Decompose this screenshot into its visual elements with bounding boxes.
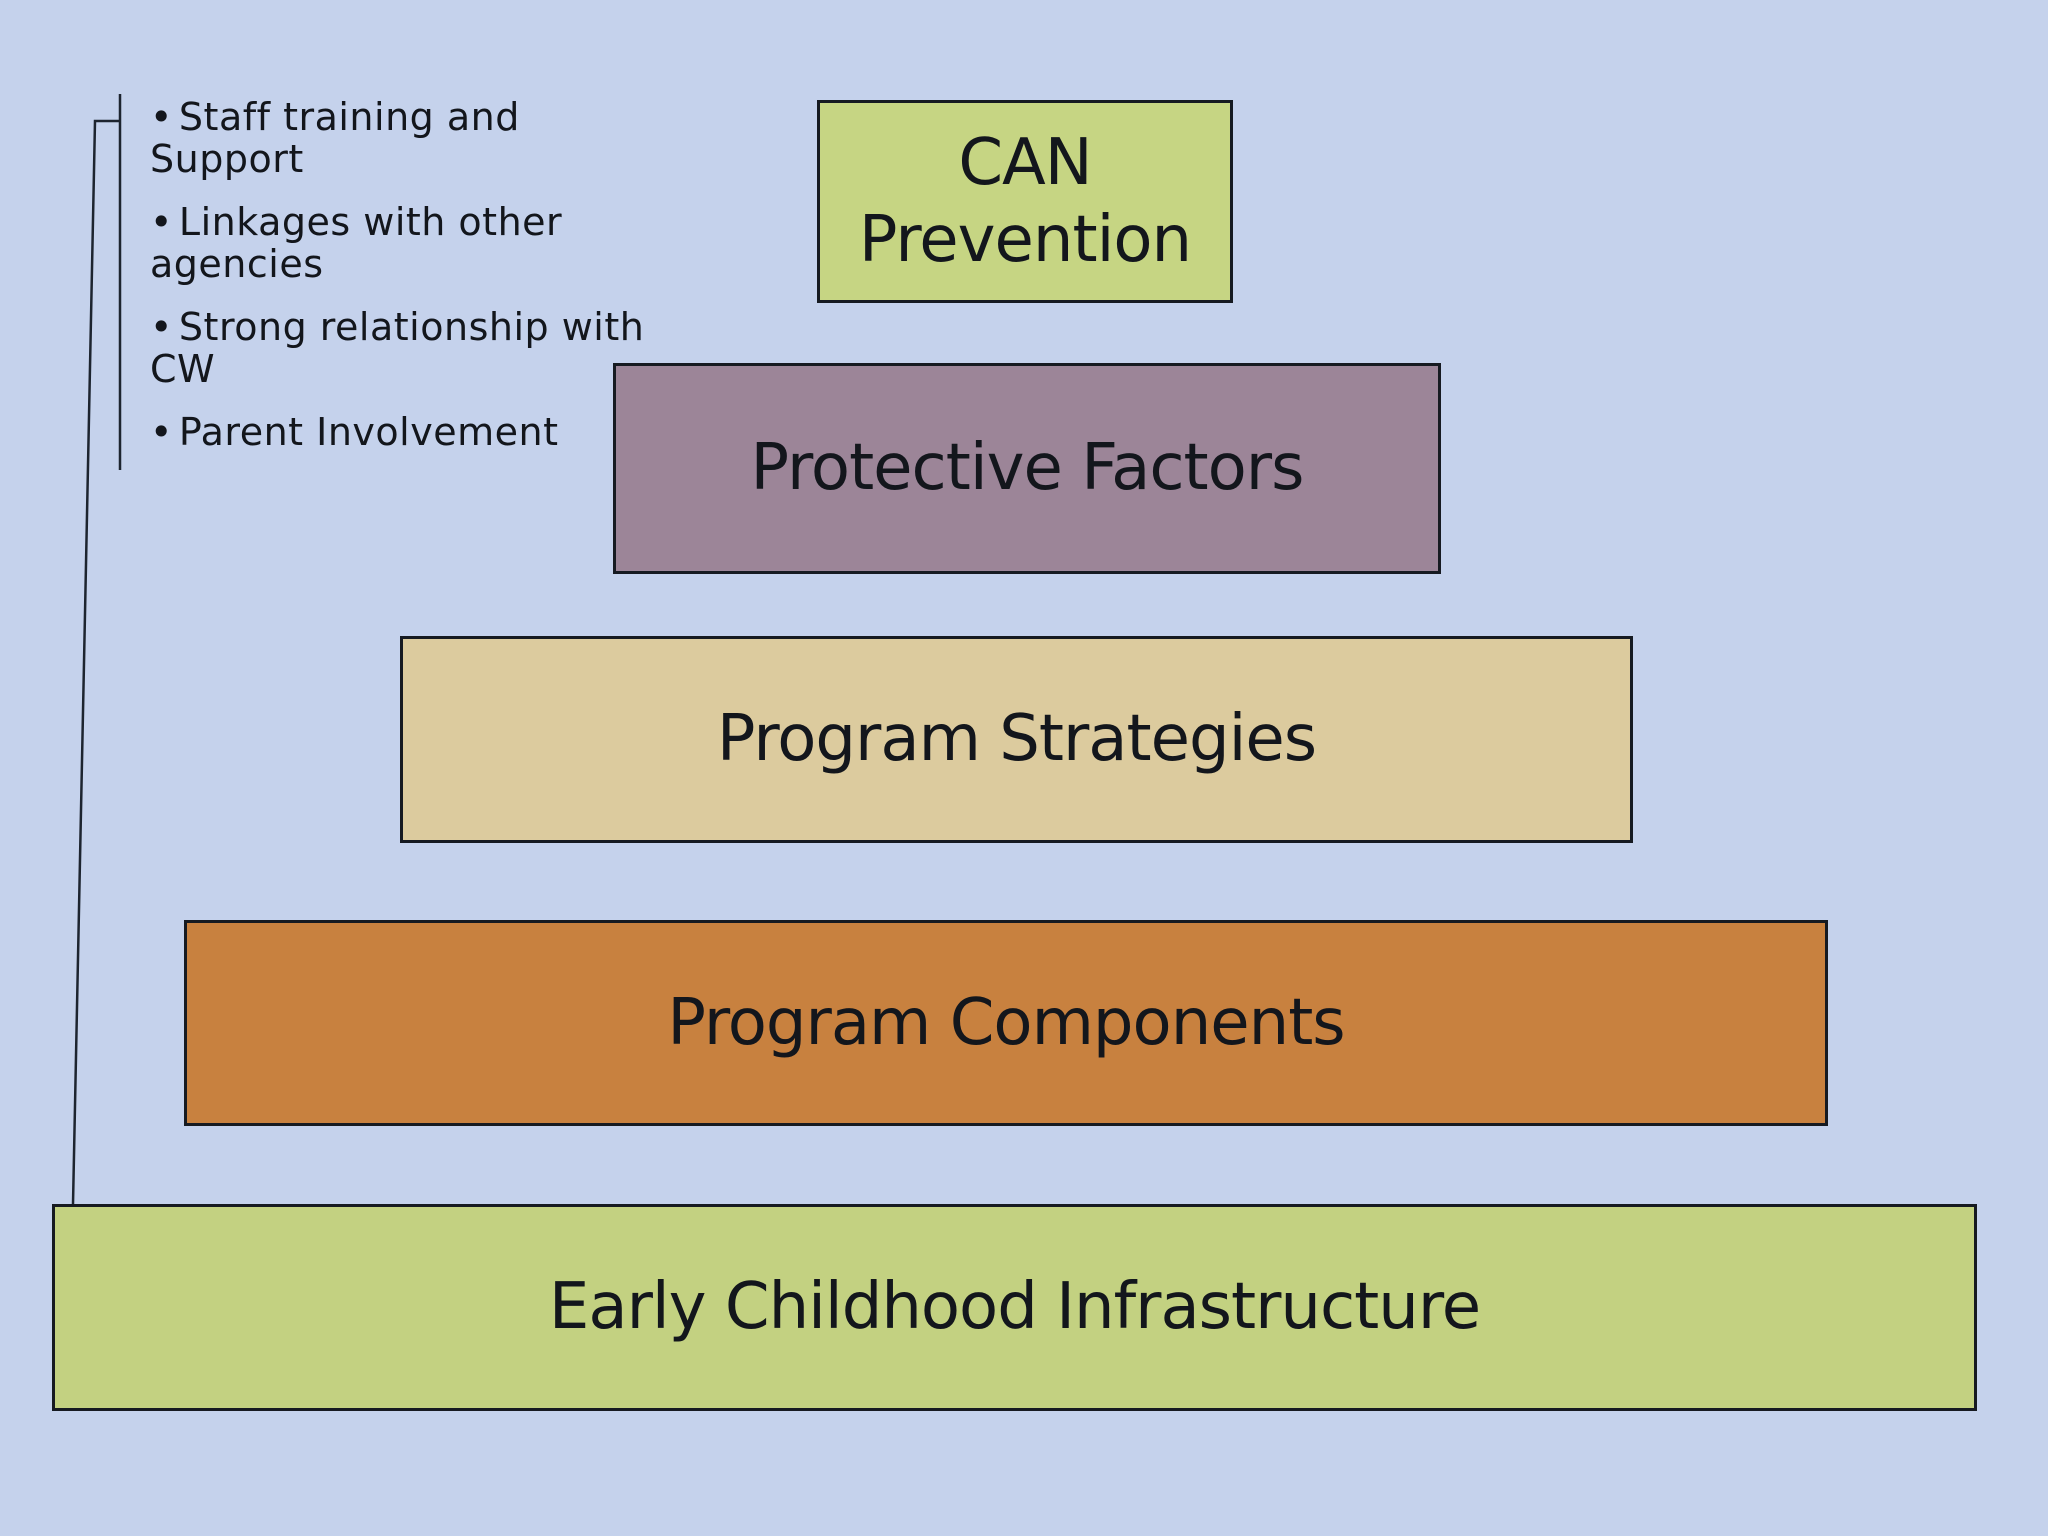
bullet-marker: •: [150, 200, 173, 244]
bullet-marker: •: [150, 305, 173, 349]
bullet-marker: •: [150, 95, 173, 139]
list-item: •Linkages with other agencies: [150, 201, 710, 285]
bullet-line: agencies: [150, 242, 324, 286]
bullet-line: •Parent Involvement: [150, 411, 710, 453]
pyramid-level-early-childhood-infrastructure: Early Childhood Infrastructure: [52, 1204, 1977, 1411]
bullet-line: Support: [150, 137, 304, 181]
bullet-text: Linkages with other: [178, 200, 563, 244]
pyramid-level-protective-factors: Protective Factors: [613, 363, 1441, 574]
list-item: •Strong relationship with CW: [150, 306, 710, 390]
bullet-line: CW: [150, 347, 216, 391]
connector-line: [71, 119, 120, 1205]
pyramid-level-label: Early Childhood Infrastructure: [548, 1270, 1481, 1345]
pyramid-level-program-components: Program Components: [184, 920, 1828, 1126]
bullet-text: Staff training and: [178, 95, 520, 139]
bullet-line: •Linkages with other: [150, 201, 710, 243]
bullet-line: •Strong relationship with: [150, 306, 710, 348]
bullet-line: •Staff training and: [150, 96, 710, 138]
bullet-marker: •: [150, 410, 173, 454]
list-item: •Parent Involvement: [150, 411, 710, 453]
annotation-bullet-list: •Staff training and Support •Linkages wi…: [150, 96, 710, 474]
bullet-text: Strong relationship with: [178, 305, 645, 349]
pyramid-level-can-prevention: CAN Prevention: [817, 100, 1233, 303]
list-item: •Staff training and Support: [150, 96, 710, 180]
pyramid-level-label: Program Strategies: [716, 702, 1317, 777]
bullet-text: Parent Involvement: [178, 410, 559, 454]
pyramid-level-label: CAN Prevention: [858, 125, 1192, 277]
pyramid-level-program-strategies: Program Strategies: [400, 636, 1633, 843]
pyramid-level-label: Program Components: [667, 985, 1345, 1060]
pyramid-level-label: Protective Factors: [750, 431, 1305, 506]
